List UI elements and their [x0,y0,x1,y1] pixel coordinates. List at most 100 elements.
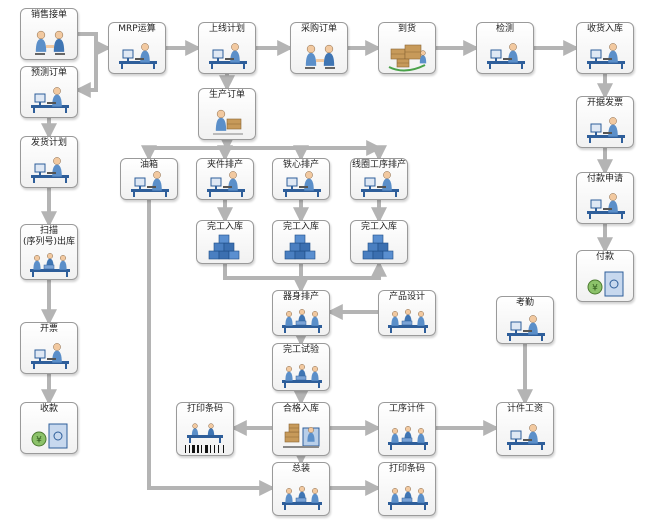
person-at-computer-icon [583,113,627,147]
person-at-computer-icon [503,420,547,455]
process-node-fukuan: 付款 ¥ [576,250,634,302]
node-label: 付款 [595,252,614,262]
process-node-yuce: 预测订单 [20,66,78,118]
process-node-jiajian: 夹件排产 [196,158,254,200]
process-node-wangong3: 完工入库 [350,220,408,264]
person-at-computer-icon [27,83,71,117]
svg-text:¥: ¥ [592,284,598,294]
workers-assembly-icon [385,420,429,455]
process-node-qishen: 器身排产 [272,290,330,336]
process-node-fukuanshenqing: 付款申请 [576,172,634,224]
node-label: 检测 [495,24,514,34]
process-node-fahuo: 发货计划 [20,136,78,188]
process-node-chanpin: 产品设计 [378,290,436,336]
person-at-computer-icon [583,39,627,73]
process-node-shoukuan: 收款 ¥ [20,402,78,454]
node-label: 完工试验 [282,345,319,355]
node-label: 总装 [291,464,310,474]
person-at-computer-icon [279,167,323,199]
person-at-computer-icon [115,39,159,73]
node-label: 生产订单 [208,90,245,100]
connector-arrow [74,32,98,98]
process-node-mrp: MRP运算 [108,22,166,74]
node-label: 销售接单 [30,10,67,20]
process-node-zongzhuang: 总装 [272,462,330,516]
stacked-boxes-icon [203,231,247,263]
stacked-boxes-icon [279,231,323,263]
person-at-computer-icon [203,167,247,199]
workers-assembly-icon [279,480,323,515]
node-label: 发货计划 [30,138,67,148]
node-label: 打印条码 [388,464,425,474]
process-node-kaoqin: 考勤 [496,296,554,344]
workers-assembly-icon [385,303,429,335]
boxes-delivery-icon [385,39,429,73]
workers-assembly-icon [385,480,429,515]
node-label: 扫描 (序列号)出库 [22,226,76,247]
process-node-xiaoshou: 销售接单 [20,8,78,60]
node-label: 打印条码 [186,404,223,414]
process-node-kaiju: 开据发票 [576,96,634,148]
process-node-shengchan: 生产订单 [198,88,256,140]
node-label: 开票 [39,324,58,334]
node-label: 收款 [39,404,58,414]
person-at-computer-icon [357,167,401,199]
stacked-boxes-icon [357,231,401,263]
node-label: 到货 [397,24,416,34]
node-label: 油箱 [139,160,158,170]
node-label: 铁心排产 [282,160,319,170]
process-node-tiexin: 铁心排产 [272,158,330,200]
process-node-jiance: 检测 [476,22,534,74]
person-at-computer-icon [205,39,249,73]
svg-text:¥: ¥ [36,436,42,446]
money-vault-icon: ¥ [27,419,71,453]
connector-arrow [147,200,276,496]
node-label: 完工入库 [282,222,319,232]
process-node-hege: 合格入库 [272,402,330,456]
node-label: 开据发票 [586,98,623,108]
process-node-kaipiao: 开票 [20,322,78,374]
person-carrying-box-icon [205,105,249,139]
barcode-printer-icon [183,420,227,455]
person-at-computer-icon [127,167,171,199]
workers-assembly-icon [27,247,71,279]
node-label: 工序计件 [388,404,425,414]
process-node-dayin2: 打印条码 [378,462,436,516]
node-label: 付款申请 [586,174,623,184]
process-node-youxiang: 油箱 [120,158,178,200]
node-label: 完工入库 [360,222,397,232]
process-node-wangongshiyan: 完工试验 [272,343,330,391]
process-node-shouhuo: 收货入库 [576,22,634,74]
workers-assembly-icon [279,358,323,390]
node-label: 预测订单 [30,68,67,78]
process-node-gongxu: 工序计件 [378,402,436,456]
process-node-wangong1: 完工入库 [196,220,254,264]
process-node-shangxian: 上线计划 [198,22,256,74]
person-at-computer-icon [27,153,71,187]
node-label: 考勤 [515,298,534,308]
two-people-handshake-icon [27,25,71,59]
warehouse-goods-icon [279,420,323,455]
money-vault-icon: ¥ [583,267,627,301]
two-people-handshake-icon [297,39,341,73]
node-label: 器身排产 [282,292,319,302]
process-node-caigou: 采购订单 [290,22,348,74]
process-node-saomiao: 扫描 (序列号)出库 [20,224,78,280]
process-node-dayin1: 打印条码 [176,402,234,456]
node-label: MRP运算 [118,24,156,34]
process-node-wangong2: 完工入库 [272,220,330,264]
node-label: 线圈工序排产 [351,160,406,170]
node-label: 合格入库 [282,404,319,414]
person-at-computer-icon [27,339,71,373]
node-label: 夹件排产 [206,160,243,170]
node-label: 计件工资 [506,404,543,414]
workers-assembly-icon [279,303,323,335]
person-at-computer-icon [483,39,527,73]
process-node-daohuo: 到货 [378,22,436,74]
person-at-computer-icon [583,189,627,223]
person-at-computer-icon [503,311,547,343]
process-node-jijian: 计件工资 [496,402,554,456]
node-label: 完工入库 [206,222,243,232]
